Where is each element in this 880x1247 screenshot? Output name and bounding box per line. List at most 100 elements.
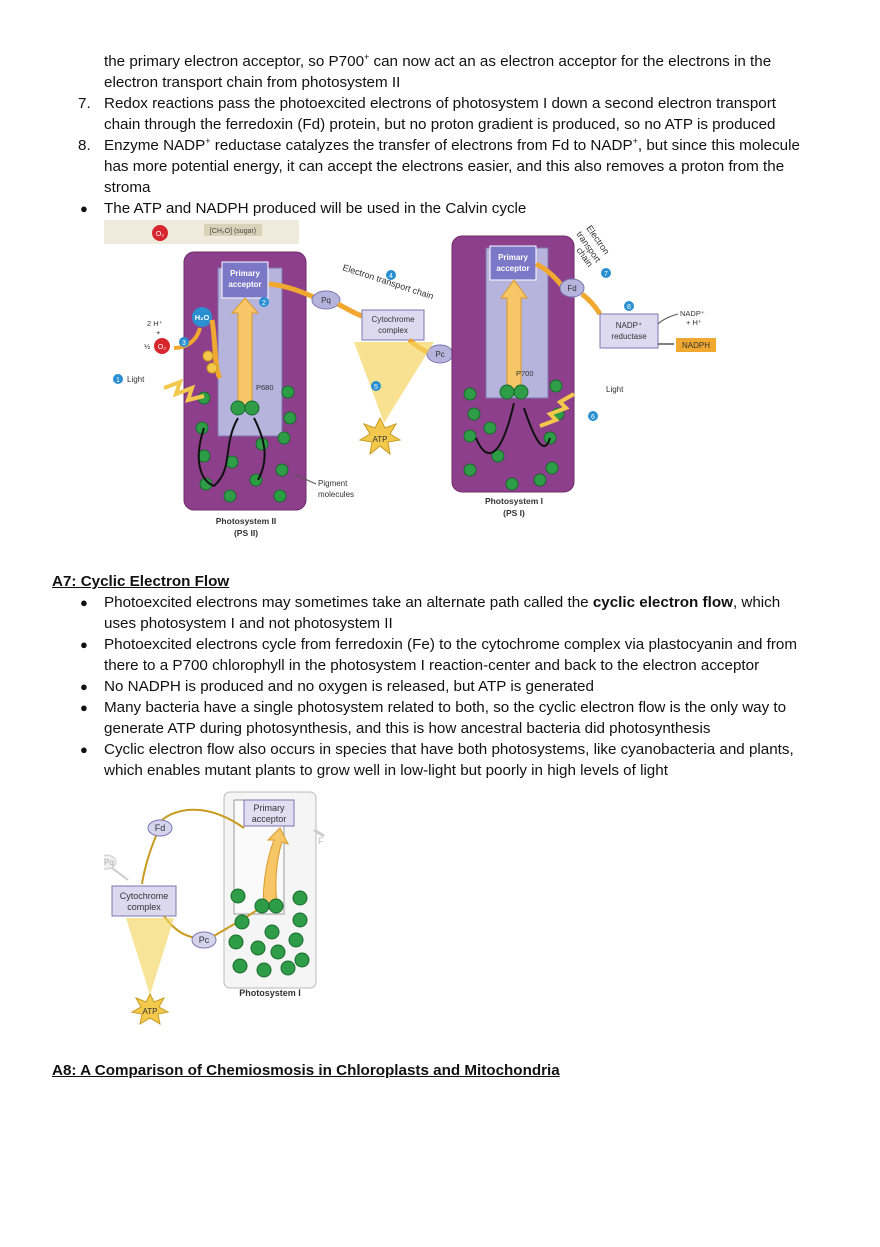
- p680-label: P680: [256, 383, 274, 392]
- primary-label-2: acceptor: [252, 814, 287, 824]
- half-label: ½: [144, 342, 151, 351]
- electron-flow-arrow: [336, 301, 363, 319]
- step-number: 7.: [78, 95, 91, 112]
- atp-label: ATP: [373, 435, 388, 444]
- a7-bullet-1-line-1: Photoexcited electrons may sometimes tak…: [104, 594, 781, 611]
- ps2-label-1: Photosystem II: [216, 516, 276, 526]
- ps2-energy-transfer: [197, 417, 239, 488]
- step-badge: [371, 381, 381, 391]
- a7-bullet-2-line-2: there to a P700 chlorophyll in the photo…: [104, 657, 760, 674]
- fd-label: Fd: [155, 823, 166, 833]
- o2-top-label: O₂: [156, 231, 164, 238]
- atp-label: ATP: [143, 1007, 158, 1016]
- h2o-label: H₂O: [195, 313, 210, 322]
- a7-bullet-4-line-2: generate ATP during photosynthesis, and …: [104, 720, 711, 737]
- h2o-icon: [192, 307, 212, 327]
- pigment-label-2: molecules: [318, 490, 354, 499]
- light-label: Light: [127, 375, 145, 384]
- nadp-input-arrow: [657, 313, 679, 325]
- continuation-line-1: the primary electron acceptor, so P700+ …: [104, 52, 772, 71]
- step-badge: [259, 297, 269, 307]
- faded-f-label: F: [318, 836, 324, 846]
- pc-label: Pc: [435, 350, 444, 359]
- section-a7-heading: A7: Cyclic Electron Flow: [52, 573, 230, 590]
- water-split-arrow: [173, 327, 202, 350]
- cytochrome-label-2: complex: [378, 326, 408, 335]
- step-7-line-2: chain through the ferredoxin (Fd) protei…: [104, 116, 776, 133]
- sugar-label: [CH₂O] (sugar): [210, 228, 256, 235]
- step-badge-number: 4: [389, 273, 393, 280]
- ps2-excitation-arrow: [230, 297, 260, 409]
- bullet-icon: ●: [80, 742, 88, 757]
- o2-label: O₂: [158, 344, 166, 351]
- step-8-line-1: Enzyme NADP+ reductase catalyzes the tra…: [104, 136, 800, 155]
- cyclic-arrow: [161, 808, 245, 829]
- nadp-reductase-label-2: reductase: [611, 332, 647, 341]
- o2-icon: [154, 338, 170, 354]
- electron-flow-arrow: [580, 292, 603, 316]
- cyclic-arrow: [141, 835, 157, 885]
- p680-chlorophyll: [230, 400, 246, 416]
- pc-label: Pc: [199, 935, 210, 945]
- ps1-primary-label-1: Primary: [498, 253, 528, 262]
- atp-starburst-icon: [130, 992, 170, 1026]
- electron-icon: [202, 350, 214, 362]
- a7-bullet-5-line-2: which enables mutant plants to grow well…: [104, 762, 668, 779]
- pq-faded: [104, 854, 117, 870]
- atp-starburst-icon: [358, 416, 402, 456]
- noncyclic-arrow-faded: [313, 828, 325, 838]
- pc-carrier: [191, 931, 217, 949]
- ps2-primary-label-2: acceptor: [228, 280, 261, 289]
- step-badge-number: 7: [604, 271, 608, 278]
- ps2-pigment-molecules: [195, 385, 297, 503]
- cytochrome-label-2: complex: [127, 902, 161, 912]
- pigment-molecules: [228, 888, 310, 978]
- pq-carrier: [311, 290, 341, 310]
- step-badge: [113, 374, 123, 384]
- p700-chlorophyll: [499, 384, 515, 400]
- ps1-excitation-arrow: [500, 279, 528, 391]
- ps2-label-2: (PS II): [234, 528, 258, 538]
- excitation-arrow: [263, 827, 289, 907]
- cytochrome-label-1: Cytochrome: [120, 891, 169, 901]
- cyclic-electron-flow-diagram: Primary acceptor F Fd Pq Cytochrome comp…: [104, 791, 325, 1026]
- ps1-label-1: Photosystem I: [485, 496, 543, 506]
- linear-electron-flow-diagram: O₂ [CH₂O] (sugar) Primary acceptor P680 …: [104, 220, 716, 538]
- bullet-icon: ●: [80, 637, 88, 652]
- light-bolt-icon: [539, 392, 575, 428]
- pq-label: Pq: [321, 296, 331, 305]
- bullet-icon: ●: [80, 700, 88, 715]
- step-badge-number: 1: [116, 377, 120, 384]
- nadph-box: [676, 338, 716, 352]
- ps2-energy-transfer: [253, 417, 266, 481]
- fd-carrier: [147, 819, 173, 837]
- ps1-energy-transfer: [475, 402, 515, 454]
- pq-arrow-faded: [111, 867, 129, 881]
- etc-label: Electron transport chain: [341, 262, 435, 301]
- photosystem-label: Photosystem I: [239, 988, 301, 998]
- calvin-bullet: The ATP and NADPH produced will be used …: [104, 200, 527, 217]
- fd-carrier: [559, 278, 585, 298]
- step-7-line-1: Redox reactions pass the photoexcited el…: [104, 95, 777, 112]
- protons-label: 2 H⁺: [147, 319, 163, 328]
- proton-gradient-cone: [354, 342, 434, 423]
- sugar-box: [204, 224, 262, 236]
- o2-top-icon: [152, 225, 168, 241]
- proton-plus-label: + H⁺: [686, 318, 702, 327]
- light-bolt-icon: [163, 378, 205, 403]
- continuation-line-2: electron transport chain from photosyste…: [104, 74, 401, 91]
- fd-label: Fd: [567, 284, 576, 293]
- step-badge: [601, 268, 611, 278]
- primary-label-1: Primary: [254, 803, 285, 813]
- step-badge: [386, 270, 396, 280]
- a7-bullet-2-line-1: Photoexcited electrons cycle from ferred…: [104, 636, 798, 653]
- section-a8-heading: A8: A Comparison of Chemiosmosis in Chlo…: [52, 1062, 560, 1079]
- cytochrome-label-1: Cytochrome: [371, 315, 415, 324]
- light-label-2: Light: [606, 385, 624, 394]
- electron-supply-arrow: [209, 319, 223, 380]
- ps1-energy-transfer: [523, 407, 551, 447]
- step-badge-number: 3: [182, 340, 186, 347]
- nadp-plus-label: NADP⁺: [680, 309, 705, 318]
- ps1-primary-acceptor: [489, 245, 537, 281]
- bullet-icon: ●: [80, 595, 88, 610]
